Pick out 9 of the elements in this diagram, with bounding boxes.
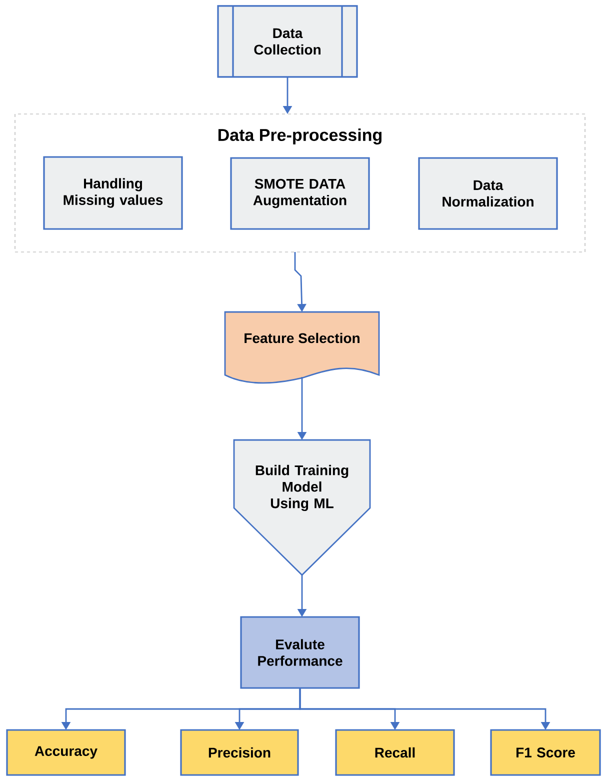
process-box: SMOTE DATA Augmentation xyxy=(230,157,370,230)
process-box: Handling Missing values xyxy=(43,156,183,230)
process-box: Recall xyxy=(335,729,455,776)
process-box: Evalute Performance xyxy=(240,616,360,689)
process-box: Data Normalization xyxy=(418,157,558,230)
process-box: Data Collection xyxy=(217,5,358,78)
process-box: Accuracy xyxy=(6,729,126,776)
process-box: F1 Score xyxy=(490,729,601,776)
process-box: Precision xyxy=(180,729,299,776)
